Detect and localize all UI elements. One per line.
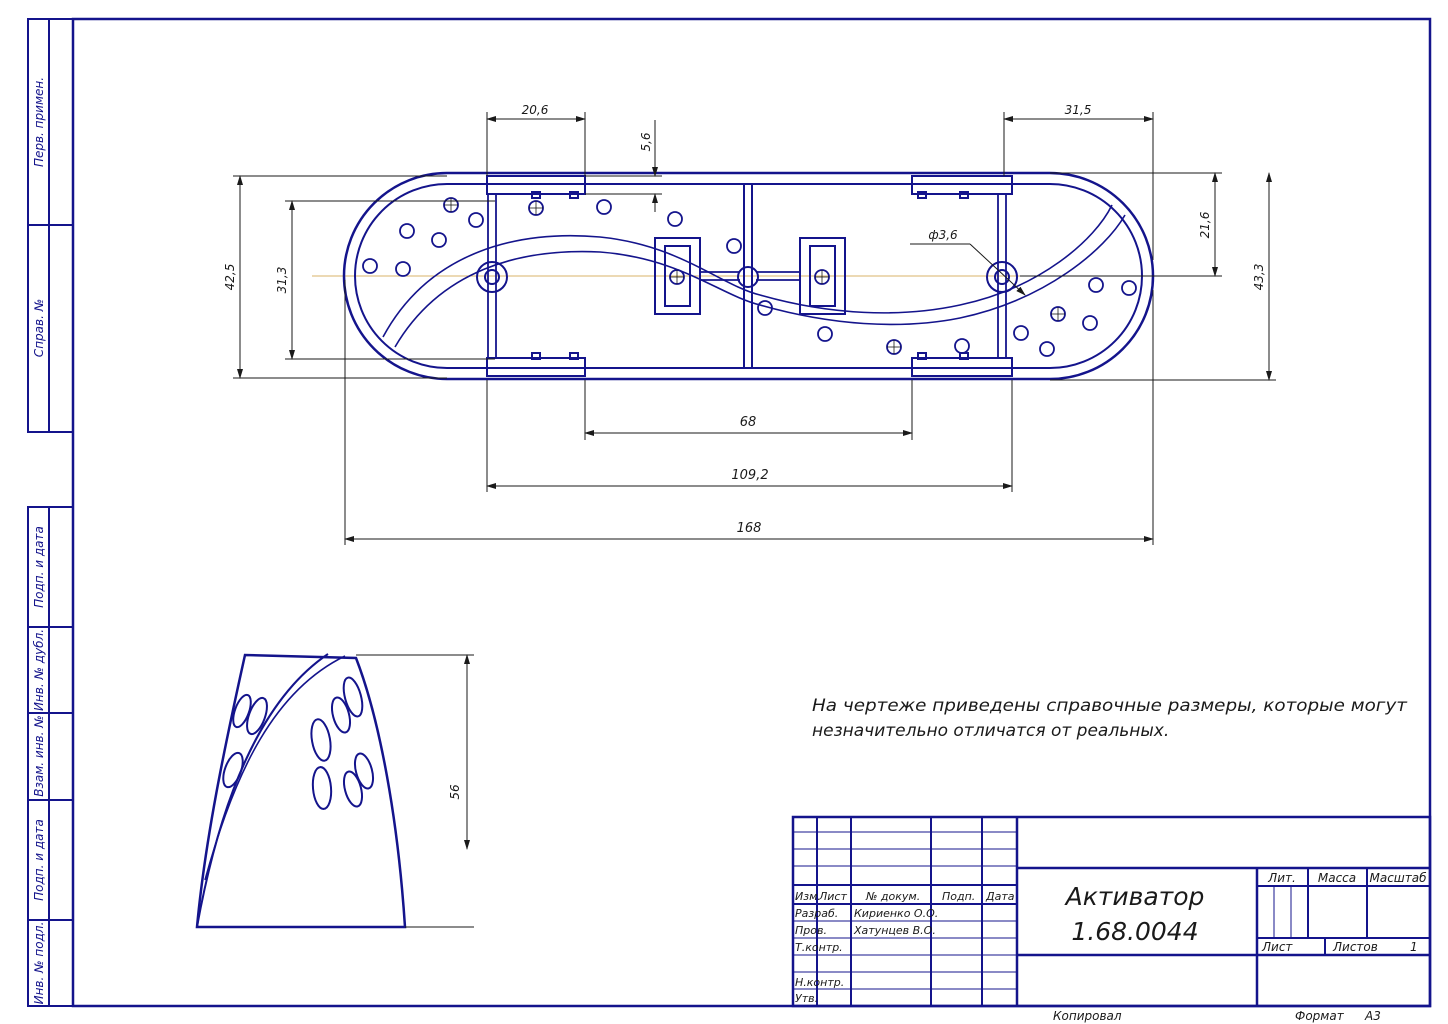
rib-curve-2 — [394, 214, 1126, 348]
tb-prov-label: Пров. — [795, 924, 827, 937]
side-view — [195, 653, 474, 929]
tb-utv-label: Утв. — [795, 992, 818, 1005]
tb-razrab-name: Кириенко О.О. — [854, 907, 938, 920]
dim-43-3: 43,3 — [1252, 264, 1266, 291]
central-divider — [743, 184, 753, 368]
left-margin-lower — [27, 506, 74, 1007]
slot-right — [799, 237, 846, 315]
label-podp-data-2: Подп. и дата — [32, 819, 46, 901]
left-hub-ribs — [487, 194, 497, 358]
tb-list: Лист — [1261, 940, 1293, 954]
tb-hdr-data: Дата — [985, 890, 1015, 903]
tb-listov-value: 1 — [1410, 940, 1418, 954]
dim-31-5: 31,5 — [1065, 103, 1092, 117]
slot-left — [654, 237, 701, 315]
tb-format-label: Формат — [1295, 1009, 1345, 1023]
center-arms — [700, 271, 800, 281]
clamp-right-bottom — [911, 352, 1013, 377]
plan-view — [312, 171, 1180, 381]
tb-designation: 1.68.0044 — [1071, 917, 1198, 946]
dim-109-2: 109,2 — [731, 468, 768, 483]
side-view-holes — [222, 676, 375, 810]
tb-massa: Масса — [1318, 871, 1356, 885]
title-block — [791, 815, 1432, 1008]
tb-format-value: А3 — [1364, 1009, 1381, 1023]
outer-outline — [342, 171, 1155, 381]
tb-kopiroval: Копировал — [1053, 1009, 1122, 1023]
holes — [362, 197, 1137, 357]
label-perv-primen: Перв. примен. — [32, 77, 46, 167]
tb-hdr-podp: Подп. — [942, 890, 975, 903]
note-line-2: незначительно отличатся от реальных. — [812, 721, 1169, 741]
tb-lit: Лит. — [1267, 871, 1296, 885]
left-hub — [476, 261, 508, 293]
tb-hdr-izm: Изм. — [795, 890, 821, 903]
dim-42-5: 42,5 — [223, 264, 237, 291]
tb-tkontr-label: Т.контр. — [795, 941, 843, 954]
dim-21-6: 21,6 — [1198, 211, 1212, 238]
dim-5-6: 5,6 — [639, 132, 653, 151]
hole-crosshairs — [444, 198, 1065, 354]
dim-20-6: 20,6 — [522, 103, 549, 117]
dim-phi-3-6: ф3,6 — [928, 228, 958, 242]
tb-hdr-list: Лист — [818, 890, 847, 903]
tb-masshtab: Масштаб — [1369, 871, 1427, 885]
tb-listov: Листов — [1332, 940, 1378, 954]
label-inv-dubl: Инв. № дубл. — [32, 629, 46, 711]
center-hub — [737, 266, 759, 288]
clamp-left-bottom — [486, 352, 586, 377]
tb-prov-name: Хатунцев В.О. — [853, 924, 936, 937]
tb-title: Активатор — [1064, 882, 1205, 911]
clamp-right-top — [911, 175, 1013, 199]
right-hub — [986, 261, 1018, 293]
dim-68: 68 — [740, 415, 757, 430]
label-podp-data-1: Подп. и дата — [32, 526, 46, 608]
rib-curve-1 — [382, 204, 1113, 338]
dim-168: 168 — [737, 521, 762, 536]
dim-56: 56 — [448, 784, 462, 800]
left-margin-upper — [27, 18, 74, 433]
drawing-frame — [28, 17, 1432, 1008]
label-sprav-no: Справ. № — [32, 299, 46, 357]
label-inv-podl: Инв. № подл. — [32, 922, 46, 1005]
label-vzam-inv: Взам. инв. № — [32, 715, 46, 796]
tb-razrab-label: Разраб. — [795, 907, 838, 920]
inner-outline — [354, 183, 1143, 369]
dimension-lines — [233, 112, 1276, 850]
clamp-left-top — [486, 175, 586, 199]
tb-nkontr-label: Н.контр. — [795, 976, 844, 989]
tb-hdr-no-dokum: № докум. — [865, 890, 920, 903]
right-hub-ribs — [997, 194, 1007, 358]
note-line-1: На чертеже приведены справочные размеры,… — [812, 696, 1408, 716]
dim-31-3: 31,3 — [275, 267, 289, 294]
